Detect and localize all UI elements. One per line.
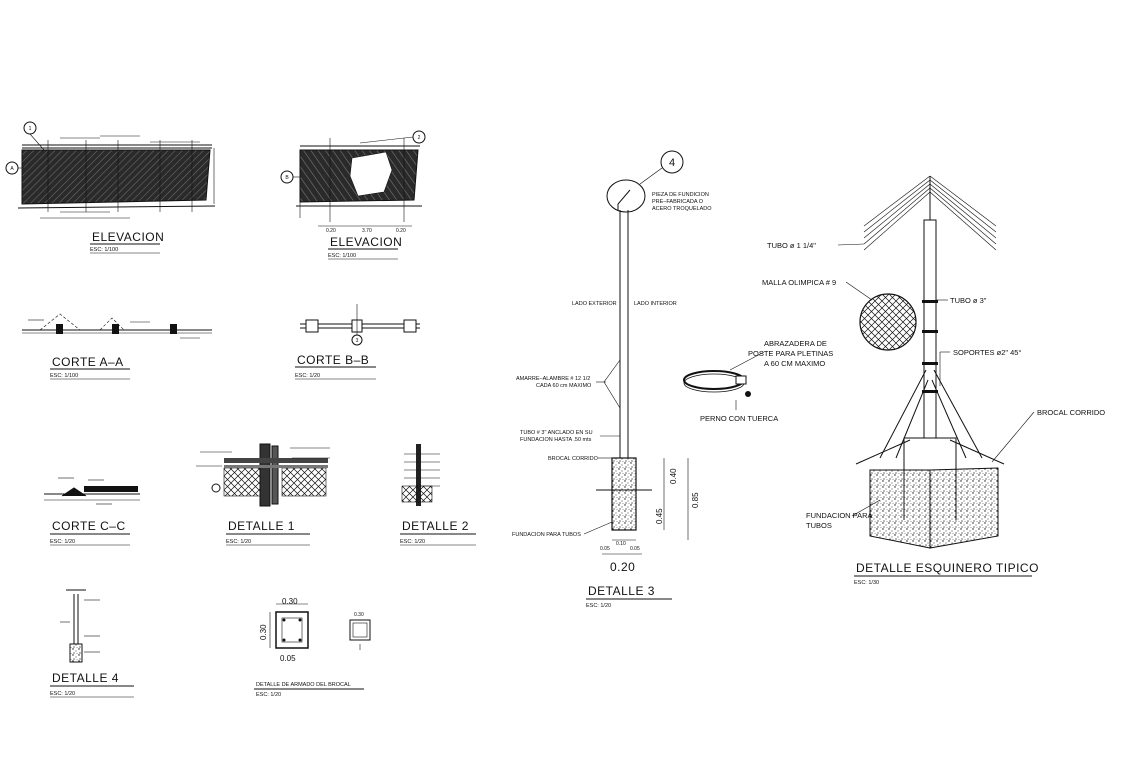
label-soportes: SOPORTES ø2" 45°	[953, 348, 1021, 357]
marker-1: 1	[29, 126, 32, 132]
corte-a-a: CORTE A–A ESC: 1/100	[22, 313, 212, 380]
corte-c-c-scale: ESC: 1/20	[50, 539, 75, 545]
esquinero-scale: ESC: 1/30	[854, 580, 879, 586]
corte-a-a-title: CORTE A–A	[52, 355, 124, 369]
label-tubo-114: TUBO ø 1 1/4"	[767, 241, 816, 250]
label-abrazadera-1: ABRAZADERA DE	[764, 339, 827, 348]
armado-brocal: 0.30 0.30 0.05 0.30 DETALLE DE ARMADO DE…	[254, 597, 371, 698]
label-tubo-2: FUNDACION HASTA .50 mts	[520, 437, 592, 443]
label-fundacion-1: FUNDACION PARA	[806, 511, 873, 520]
armado-dim-left: 0.30	[259, 624, 268, 640]
elevacion-2-scale: ESC: 1/100	[328, 253, 356, 259]
label-lado-exterior: LADO EXTERIOR	[572, 301, 617, 307]
label-perno: PERNO CON TUERCA	[700, 414, 778, 423]
dim-045: 0.45	[655, 508, 664, 524]
label-pieza-1: PIEZA DE FUNDICION	[652, 192, 709, 198]
corte-c-c-title: CORTE C–C	[52, 519, 126, 533]
label-amarre-2: CADA 60 cm MAXIMO	[536, 383, 592, 389]
detalle-3: 4 PIEZA DE FUNDICION PRE–FABRICADA O ACE…	[512, 150, 712, 609]
dim-085: 0.85	[691, 492, 700, 508]
elevacion-1-scale: ESC: 1/100	[90, 247, 118, 253]
corte-b-b: 3 CORTE B–B ESC: 1/20	[295, 304, 420, 380]
label-amarre-1: AMARRE–ALAMBRE # 12 1/2	[516, 376, 590, 382]
label-abrazadera-2: POSTE PARA PLETINAS	[748, 349, 833, 358]
label-fundacion-2: TUBOS	[806, 521, 832, 530]
elevacion-2: 2 B 0.20 3.70 0.20 ELEVACION ESC: 1/100	[280, 130, 426, 260]
label-fundacion: FUNDACION PARA TUBOS	[512, 532, 581, 538]
label-lado-interior: LADO INTERIOR	[634, 301, 677, 307]
detalle-2-scale: ESC: 1/20	[400, 539, 425, 545]
detalle-1: DETALLE 1 ESC: 1/20	[196, 443, 330, 546]
dim-005a: 0.05	[600, 546, 610, 552]
label-pieza-2: PRE–FABRICADA O	[652, 199, 704, 205]
label-brocal: BROCAL CORRIDO	[548, 456, 599, 462]
label-pieza-3: ACERO TROQUELADO	[652, 206, 712, 212]
detalle-3-scale: ESC: 1/20	[586, 603, 611, 609]
armado-small-dim: 0.30	[354, 612, 364, 618]
elev2-dim-3: 0.20	[396, 228, 406, 234]
detalle-esquinero: TUBO ø 1 1/4" MALLA OLIMPICA # 9 TUBO ø …	[700, 175, 1105, 586]
abrazadera-detail	[683, 370, 751, 410]
detalle-4-scale: ESC: 1/20	[50, 691, 75, 697]
marker-3: 3	[356, 338, 359, 344]
dim-020: 0.20	[610, 560, 635, 574]
label-brocal-corrido: BROCAL CORRIDO	[1037, 408, 1105, 417]
marker-2: 2	[418, 135, 421, 141]
detalle-2: DETALLE 2 ESC: 1/20	[400, 444, 476, 546]
detalle-2-title: DETALLE 2	[402, 519, 469, 533]
corte-b-b-title: CORTE B–B	[297, 353, 369, 367]
detalle-1-title: DETALLE 1	[228, 519, 295, 533]
elevacion-1: 1 A ELEVACION ESC: 1/100	[5, 121, 216, 254]
label-abrazadera-3: A 60 CM MAXIMO	[764, 359, 825, 368]
elev2-dim-1: 0.20	[326, 228, 336, 234]
label-malla: MALLA OLIMPICA # 9	[762, 278, 836, 287]
detalle-1-scale: ESC: 1/20	[226, 539, 251, 545]
marker-a: A	[10, 166, 14, 172]
armado-scale: ESC: 1/20	[256, 692, 281, 698]
label-tubo-1: TUBO # 3" ANCLADO EN SU	[520, 430, 593, 436]
marker-4: 4	[669, 157, 675, 169]
dim-040: 0.40	[669, 468, 678, 484]
armado-dim-top: 0.30	[282, 597, 298, 606]
elevacion-2-title: ELEVACION	[330, 235, 402, 249]
dim-010: 0.10	[616, 541, 626, 547]
detalle-4: DETALLE 4 ESC: 1/20	[50, 589, 134, 698]
dim-005b: 0.05	[630, 546, 640, 552]
esquinero-title: DETALLE ESQUINERO TIPICO	[856, 561, 1039, 575]
corte-a-a-scale: ESC: 1/100	[50, 373, 78, 379]
elev2-dim-2: 3.70	[362, 228, 372, 234]
marker-b: B	[285, 175, 289, 181]
detalle-4-title: DETALLE 4	[52, 671, 119, 685]
corte-b-b-scale: ESC: 1/20	[295, 373, 320, 379]
armado-dim-bottom: 0.05	[280, 654, 296, 663]
label-tubo-3: TUBO ø 3"	[950, 296, 987, 305]
detalle-3-title: DETALLE 3	[588, 584, 655, 598]
elevacion-1-title: ELEVACION	[92, 230, 164, 244]
corte-c-c: CORTE C–C ESC: 1/20	[44, 477, 140, 546]
armado-title: DETALLE DE ARMADO DEL BROCAL	[256, 682, 351, 688]
